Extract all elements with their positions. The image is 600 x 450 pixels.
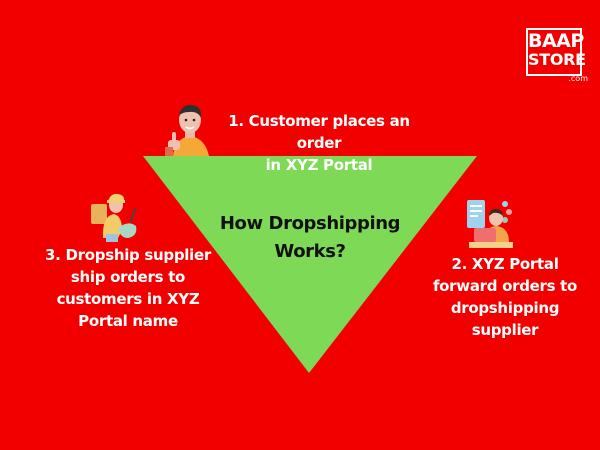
step-3-line-4: Portal name	[78, 312, 178, 330]
diagram-title-line-2: Works?	[274, 241, 346, 262]
logo-line2: STORE	[528, 50, 586, 69]
diagram-title: How Dropshipping Works?	[200, 210, 420, 266]
step-3-line-1: 3. Dropship supplier	[45, 246, 211, 264]
logo-suffix: .com	[568, 74, 588, 83]
logo-box: BAAP STORE	[526, 28, 586, 76]
step-2-line-1: 2. XYZ Portal	[451, 255, 559, 273]
step-1-line-2: in XYZ Portal	[265, 156, 373, 174]
step-3-line-2: ship orders to	[70, 268, 186, 286]
logo-line1: BAAP	[528, 30, 584, 52]
portal-laptop-worker-icon	[467, 200, 513, 248]
step-2-line-3: dropshipping	[450, 299, 560, 317]
step-1-line-1: 1. Customer places an order	[228, 112, 410, 152]
baapstore-logo: BAAP STORE .com	[526, 28, 588, 83]
step-3-line-3: customers in XYZ	[56, 290, 200, 308]
step-3-text: 3. Dropship supplier ship orders to cust…	[28, 244, 228, 332]
step-2-line-4: supplier	[471, 321, 539, 339]
customer-thumbs-up-icon	[165, 104, 209, 156]
delivery-scooter-icon	[91, 193, 137, 242]
step-2-line-2: forward orders to	[432, 277, 578, 295]
step-2-text: 2. XYZ Portal forward orders to dropship…	[420, 253, 590, 341]
diagram-title-line-1: How Dropshipping	[219, 213, 401, 234]
step-1-text: 1. Customer places an order in XYZ Porta…	[208, 110, 430, 176]
